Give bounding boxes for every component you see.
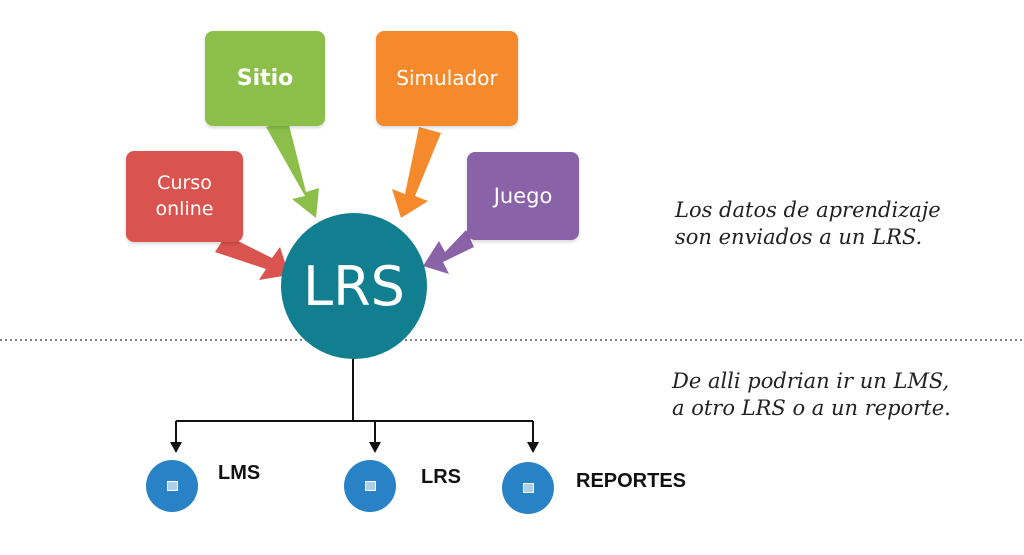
arrowhead-lms xyxy=(170,442,182,453)
arrow-curso-online xyxy=(215,235,289,280)
source-box-sitio: Sitio xyxy=(205,31,325,126)
destination-circle-lrs xyxy=(344,460,396,512)
arrowhead-reportes xyxy=(527,442,539,453)
destination-circle-reportes xyxy=(502,462,554,514)
document-icon xyxy=(522,483,534,493)
caption-bottom: De alli podrian ir un LMS, a otro LRS o … xyxy=(672,369,951,420)
destination-label-lrs: LRS xyxy=(421,466,461,488)
source-box-curso-online: Curso online xyxy=(126,151,243,242)
lrs-hub-circle: LRS xyxy=(281,213,427,359)
source-box-juego: Juego xyxy=(467,152,579,240)
source-label-simulador: Simulador xyxy=(396,66,498,90)
destination-label-reportes: REPORTES xyxy=(576,470,687,492)
hub-label: LRS xyxy=(303,254,405,318)
arrow-sitio xyxy=(266,121,319,218)
source-label-juego: Juego xyxy=(493,183,553,208)
arrow-simulador xyxy=(392,127,441,218)
destination-label-lms: LMS xyxy=(218,462,261,484)
document-icon xyxy=(166,481,178,491)
source-label-sitio: Sitio xyxy=(236,65,294,91)
caption-top: Los datos de aprendizaje son enviados a … xyxy=(675,198,941,249)
destination-circle-lms xyxy=(146,460,198,512)
arrow-juego xyxy=(423,230,474,274)
source-label-curso-online: Curso online xyxy=(155,171,214,220)
source-box-simulador: Simulador xyxy=(376,31,518,126)
document-icon xyxy=(364,481,376,491)
arrowhead-lrs xyxy=(369,442,381,453)
